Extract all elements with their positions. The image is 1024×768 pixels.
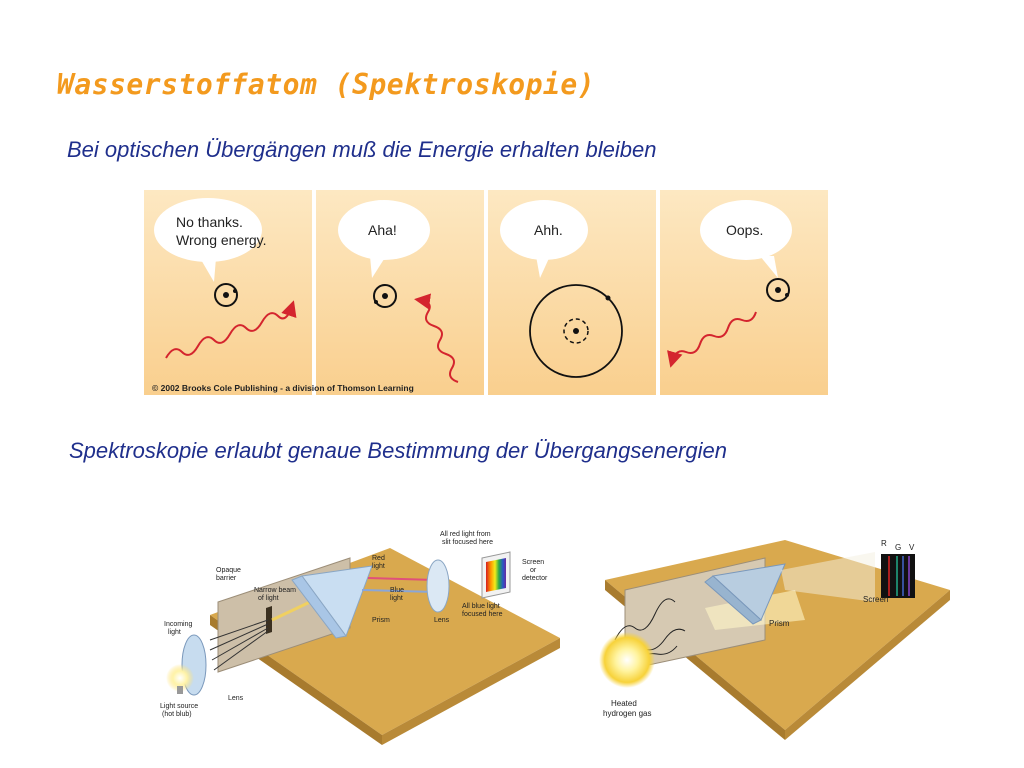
comic-panel-2: Aha! — [316, 190, 484, 395]
label-red-light-1: Red — [372, 555, 385, 562]
label-heated-1: Heated — [611, 699, 637, 708]
photon-wave-icon — [667, 311, 757, 368]
prism-spectrometer-diagram: Opaque barrier Narrow beam of light Red … — [160, 531, 560, 745]
label-g: G — [895, 543, 901, 552]
label-prism: Prism — [769, 619, 790, 628]
label-blue-light-2: light — [390, 595, 403, 602]
atom-icon — [373, 284, 397, 308]
comic-panel-4: Oops. — [660, 190, 828, 395]
speech-text-1a: No thanks. — [176, 214, 243, 230]
atom-icon — [214, 283, 238, 307]
label-screen-2: or — [530, 567, 537, 574]
label-screen: Screen — [863, 595, 888, 604]
label-all-blue-2: focused here — [462, 611, 503, 618]
detector-screen — [481, 551, 511, 599]
label-lens-right: Lens — [434, 617, 450, 624]
label-lens-left: Lens — [228, 695, 244, 702]
prism — [291, 565, 373, 639]
label-all-blue-1: All blue light — [462, 603, 500, 610]
comic-panel-3: Ahh. — [488, 190, 656, 395]
photon-absorption-comic: No thanks. Wrong energy. Aha! Ahh. — [144, 190, 828, 395]
label-v: V — [909, 543, 915, 552]
excited-atom-icon — [529, 284, 623, 378]
label-narrow-beam-2: of light — [258, 595, 279, 602]
heated-hydrogen-gas-icon — [599, 632, 655, 688]
hydrogen-emission-diagram: R G V Screen Prism Heated hydrogen gas — [599, 539, 950, 740]
label-incoming-2: light — [168, 629, 181, 636]
label-screen-3: detector — [522, 575, 548, 582]
label-heated-2: hydrogen gas — [603, 709, 651, 718]
photon-wave-icon — [414, 293, 459, 383]
speech-text-3: Ahh. — [534, 222, 563, 238]
label-r: R — [881, 539, 887, 548]
label-all-red-2: slit focused here — [442, 539, 493, 546]
slide-title: Wasserstoffatom (Spektroskopie) — [57, 68, 596, 101]
copyright-text: © 2002 Brooks Cole Publishing - a divisi… — [152, 383, 414, 393]
speech-text-2: Aha! — [368, 222, 397, 238]
label-light-source-1: Light source — [160, 703, 198, 710]
label-screen-1: Screen — [522, 559, 544, 566]
speech-text-1b: Wrong energy. — [176, 232, 267, 248]
focusing-lens — [426, 559, 450, 613]
label-all-red-1: All red light from — [440, 531, 491, 538]
comic-panel-1: No thanks. Wrong energy. — [144, 190, 312, 395]
label-red-light-2: light — [372, 563, 385, 570]
label-opaque-barrier-2: barrier — [216, 575, 237, 582]
subtitle-energy-conservation: Bei optischen Übergängen muß die Energie… — [67, 137, 657, 162]
subtitle-spectroscopy: Spektroskopie erlaubt genaue Bestimmung … — [69, 438, 727, 463]
label-incoming-1: Incoming — [164, 621, 193, 628]
label-narrow-beam-1: Narrow beam — [254, 587, 296, 594]
label-opaque-barrier-1: Opaque — [216, 567, 241, 574]
prism — [704, 563, 786, 625]
light-source-bulb-icon — [166, 664, 194, 692]
emission-screen — [881, 554, 915, 598]
speech-text-4: Oops. — [726, 222, 763, 238]
label-blue-light-1: Blue — [390, 587, 404, 594]
photon-wave-icon — [165, 300, 297, 359]
atom-icon — [766, 278, 790, 302]
slit — [266, 606, 272, 634]
label-prism: Prism — [372, 617, 390, 624]
label-light-source-2: (hot blub) — [162, 711, 192, 718]
light-beams — [209, 600, 311, 671]
